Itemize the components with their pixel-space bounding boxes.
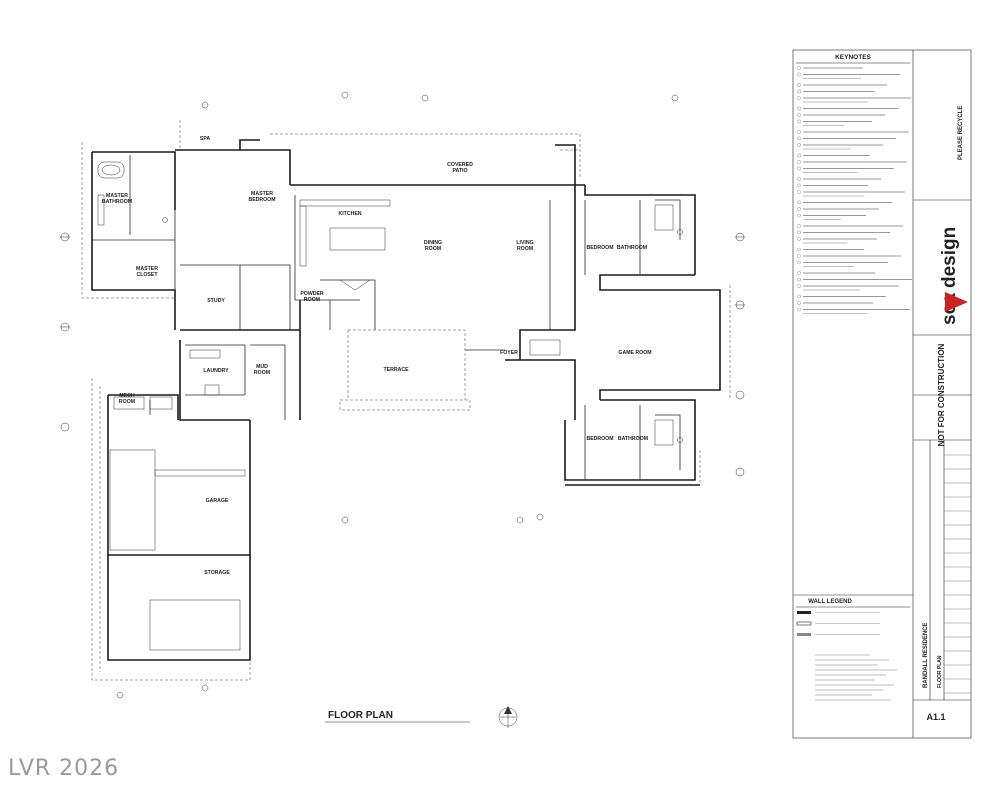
room-label-mech-room-2: ROOM (119, 399, 135, 405)
section-markers (60, 91, 745, 699)
keynote-marker-icon (797, 230, 801, 235)
room-label-living-room: LIVING (516, 240, 533, 246)
room-label-covered-patio: COVERED (447, 162, 473, 168)
room-label-living-room-2: ROOM (517, 246, 533, 252)
wall-legend-panel: WALL LEGEND (796, 599, 910, 701)
drawing-title-floor-plan: FLOOR PLAN (328, 710, 393, 721)
room-label-study: STUDY (207, 298, 225, 304)
keynote-marker-icon (797, 254, 801, 258)
sheet-number: A1.1 (926, 712, 945, 722)
room-label-covered-patio-2: PATIO (452, 168, 467, 174)
room-label-master-bathroom-2: BATHROOM (102, 199, 132, 205)
please-recycle-label: PLEASE RECYCLE (958, 106, 964, 160)
keynote-list (797, 66, 912, 314)
general-notes (815, 654, 897, 701)
keynote-marker-icon (797, 160, 801, 164)
room-label-storage: STORAGE (204, 570, 230, 576)
keynotes-panel: KEYNOTES (796, 54, 912, 314)
keynote-marker-icon (797, 260, 801, 265)
keynote-marker-icon (797, 130, 801, 134)
keynote-marker-icon (797, 190, 801, 194)
keynote-marker-icon (797, 284, 801, 288)
keynote-marker-icon (797, 113, 801, 117)
room-label-terrace: TERRACE (383, 367, 409, 373)
room-label-master-bathroom: MASTER (106, 193, 128, 199)
room-label-spa: SPA (200, 136, 211, 142)
room-label-powder-room-2: ROOM (304, 297, 320, 303)
room-label-powder-room: POWDER (300, 291, 324, 297)
keynote-marker-icon (797, 66, 801, 70)
room-label-laundry: LAUNDRY (203, 368, 229, 374)
wall-legend-title: WALL LEGEND (808, 599, 852, 605)
interior-walls (92, 155, 681, 480)
keynote-marker-icon (797, 72, 801, 77)
keynote-marker-icon (797, 89, 801, 94)
sheet-title: FLOOR PLAN (937, 655, 943, 688)
room-label-bathroom-bottom: BATHROOM (618, 436, 648, 442)
keynote-marker-icon (797, 301, 801, 305)
keynote-marker-icon (797, 153, 801, 158)
room-label-garage: GARAGE (206, 498, 229, 504)
keynote-marker-icon (797, 224, 801, 228)
keynote-marker-icon (797, 207, 801, 211)
firm-logo-icon (945, 292, 968, 312)
room-label-mud-room: MUD (256, 364, 268, 370)
firm-block: PLEASE RECYCLE sca design NOT FOR CONSTR… (913, 106, 971, 722)
fixtures (97, 161, 683, 651)
exterior-walls (91, 139, 721, 661)
keynote-marker-icon (797, 96, 801, 100)
keynote-marker-icon (797, 136, 801, 141)
room-label-master-closet: MASTER (136, 266, 158, 272)
north-arrow-icon (504, 706, 512, 714)
keynote-marker-icon (797, 213, 801, 218)
keynote-marker-icon (797, 294, 801, 299)
keynotes-title: KEYNOTES (835, 54, 871, 61)
keynote-marker-icon (797, 183, 801, 188)
room-label-master-bedroom-2: BEDROOM (248, 197, 275, 203)
keynote-marker-icon (797, 143, 801, 147)
keynote-marker-icon (797, 237, 801, 241)
keynote-marker-icon (797, 200, 801, 205)
drawing-title: FLOOR PLAN (325, 706, 518, 728)
room-labels: SPA MASTER BATHROOM MASTER BEDROOM KITCH… (102, 136, 652, 576)
keynote-marker-icon (797, 177, 801, 181)
watermark: LVR 2026 (8, 756, 120, 781)
room-label-master-closet-2: CLOSET (136, 272, 158, 278)
room-label-mech-room: MECH (119, 393, 135, 399)
room-label-foyer: FOYER (500, 350, 518, 356)
keynote-marker-icon (797, 119, 801, 124)
title-block: KEYNOTES WALL LEGEND PLEASE RECYCLE sca … (792, 49, 972, 739)
room-label-kitchen: KITCHEN (338, 211, 361, 217)
room-label-mud-room-2: ROOM (254, 370, 270, 376)
room-label-master-bedroom: MASTER (251, 191, 273, 197)
keynote-marker-icon (797, 83, 801, 87)
floor-plan-drawing: SPA MASTER BATHROOM MASTER BEDROOM KITCH… (60, 91, 745, 728)
room-label-bathroom-top: BATHROOM (617, 245, 647, 251)
keynote-marker-icon (797, 166, 801, 171)
firm-logo: sca design (939, 227, 960, 325)
keynote-marker-icon (797, 307, 801, 312)
project-name: RANDALL RESIDENCE (923, 622, 929, 688)
room-label-bedroom-bottom: BEDROOM (586, 436, 613, 442)
keynote-marker-icon (797, 277, 801, 282)
room-label-game-room: GAME ROOM (618, 350, 651, 356)
room-label-bedroom-top: BEDROOM (586, 245, 613, 251)
keynote-marker-icon (797, 247, 801, 252)
keynote-marker-icon (797, 106, 801, 111)
room-label-dining-room-2: ROOM (425, 246, 441, 252)
revision-table (944, 454, 971, 694)
keynote-marker-icon (797, 271, 801, 275)
project-block: RANDALL RESIDENCE FLOOR PLAN (923, 622, 943, 688)
room-label-dining-room: DINING (424, 240, 442, 246)
